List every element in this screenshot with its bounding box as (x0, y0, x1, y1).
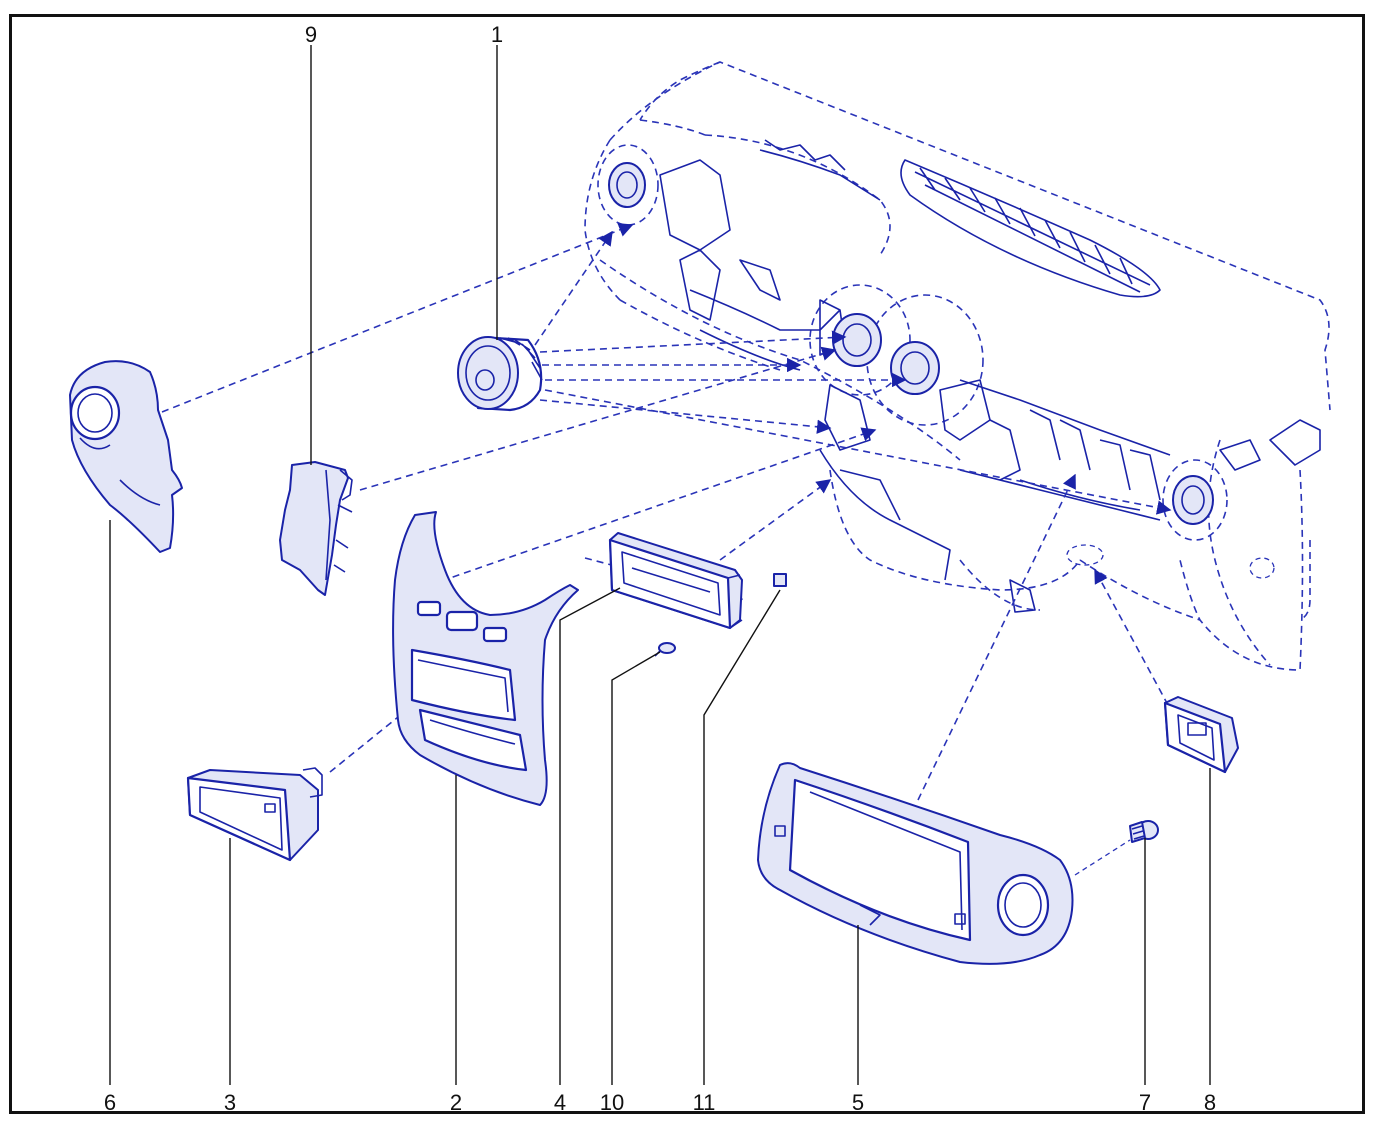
callout-10: 10 (600, 1090, 624, 1115)
callout-8: 8 (1204, 1090, 1216, 1115)
callout-labels: 1 9 6 3 2 4 10 11 5 7 8 (104, 22, 1216, 1115)
leader-lines (109, 45, 1211, 1085)
part-9-side-bracket (279, 461, 353, 596)
part-10-screw (654, 642, 676, 657)
callout-9: 9 (305, 22, 317, 47)
dashboard-outline (584, 61, 1331, 671)
callout-11: 11 (693, 1090, 716, 1115)
part-2-center-bezel (392, 511, 579, 806)
part-1-air-vent (457, 336, 543, 412)
callout-5: 5 (852, 1090, 864, 1115)
part-3-storage-tray (186, 767, 323, 862)
part-7-push-clip (1129, 820, 1159, 843)
callout-2: 2 (450, 1090, 462, 1115)
part-5-lower-panel (757, 762, 1074, 965)
part-6-left-vent-cover (69, 360, 183, 553)
callout-6: 6 (104, 1090, 116, 1115)
callout-4: 4 (554, 1090, 566, 1115)
callout-7: 7 (1139, 1090, 1151, 1115)
callout-3: 3 (224, 1090, 236, 1115)
dashboard-frame-detail (608, 139, 1321, 613)
part-4-radio-cage (608, 532, 743, 630)
callout-1: 1 (491, 22, 503, 47)
part-11-clip (773, 573, 787, 587)
part-8-small-tray (1163, 696, 1239, 774)
